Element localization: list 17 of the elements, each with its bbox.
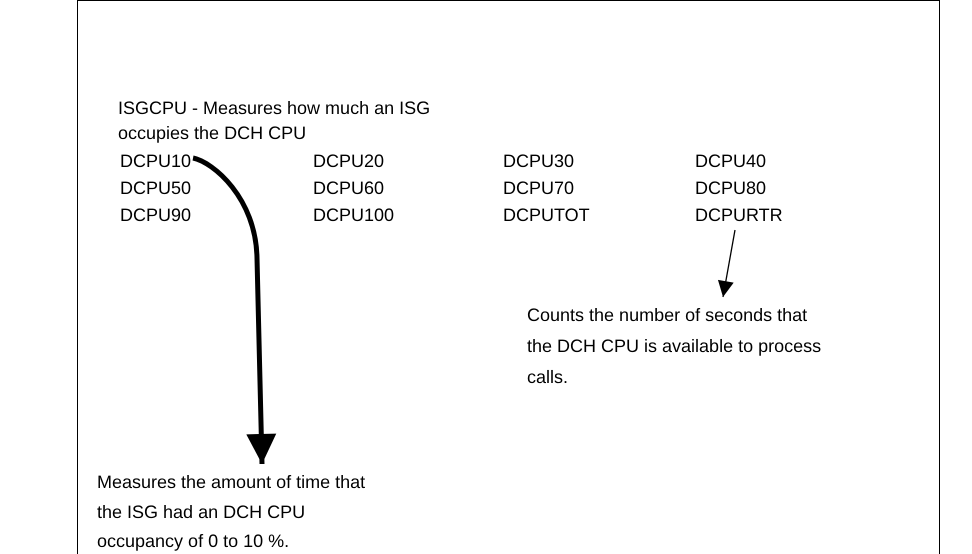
register-name: DCPU40 — [695, 150, 766, 173]
register-name: DCPU60 — [313, 177, 384, 200]
description-text: Measures the amount of time that the ISG had an DCH CPU occupancy of 0 to 10 %. — [97, 468, 392, 554]
register-name: DCPU90 — [120, 204, 192, 227]
register-name: DCPU70 — [503, 177, 574, 200]
register-name: DCPU80 — [695, 177, 766, 200]
arrow — [718, 230, 736, 298]
arrow — [192, 156, 276, 464]
register-name: DCPUTOT — [503, 204, 590, 227]
register-name: DCPU20 — [313, 150, 384, 173]
register-name: DCPU10 — [120, 148, 192, 174]
description-text: Counts the number of seconds that the DCH CPU is available to process calls. — [527, 300, 822, 393]
heading: ISGCPU - Measures how much an ISG occupies the DCH CPU — [118, 97, 432, 145]
register-name: DCPURTR — [695, 202, 783, 228]
register-name: DCPU100 — [313, 204, 394, 227]
register-name: DCPU50 — [120, 177, 192, 200]
register-name: DCPU30 — [503, 150, 574, 173]
